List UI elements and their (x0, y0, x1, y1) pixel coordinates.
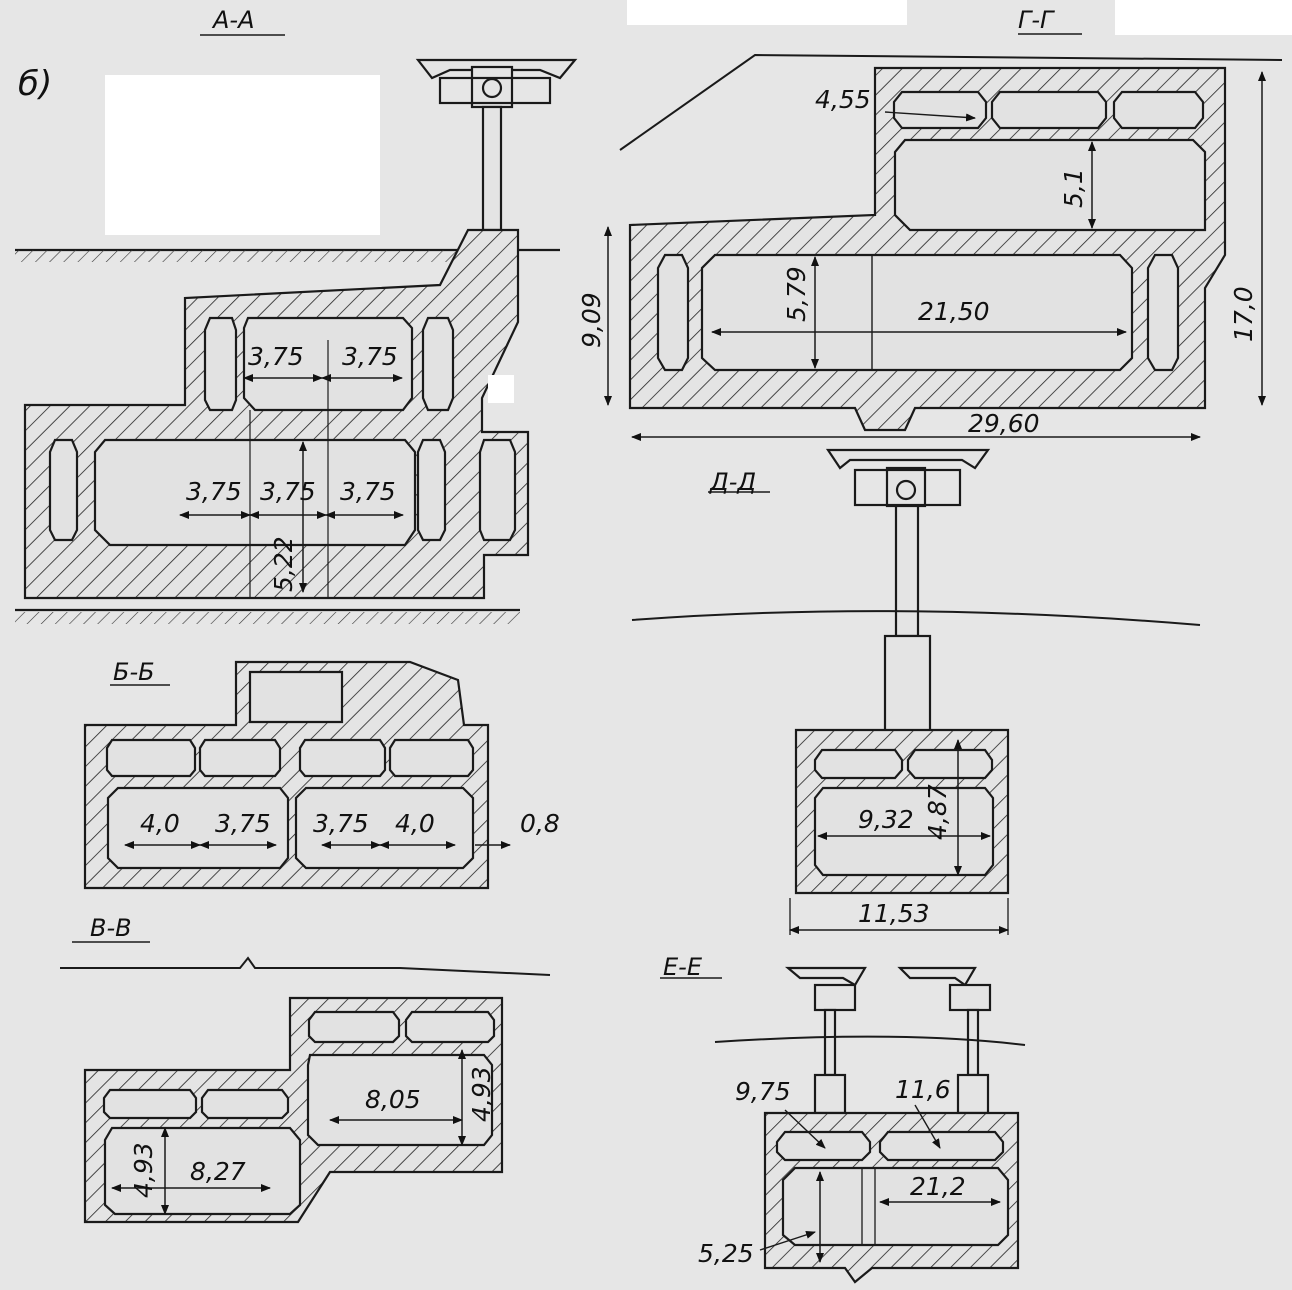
ee-dim-3: 21,2 (910, 1172, 966, 1201)
section-ee-title: Е-Е (663, 953, 703, 981)
section-aa-title: А-А (211, 6, 255, 34)
gg-dim-3: 5,79 (782, 266, 811, 322)
vv-dim-1: 8,05 (365, 1085, 421, 1114)
section-dd (631, 448, 1201, 935)
aa-dim-2: 3,75 (342, 342, 398, 371)
ee-dim-1: 9,75 (735, 1077, 791, 1106)
gg-dim-7: 29,60 (968, 409, 1040, 438)
ee-dim-2: 11,6 (895, 1075, 951, 1104)
vv-dim-2: 4,93 (467, 1066, 496, 1122)
section-bb-title: Б-Б (113, 658, 155, 686)
section-aa (15, 34, 578, 624)
aa-dim-6: 5,22 (269, 536, 298, 592)
section-gg (604, 0, 1292, 441)
gg-dim-5: 9,09 (577, 292, 606, 348)
gg-dim-2: 5,1 (1059, 168, 1088, 208)
aa-dim-1: 3,75 (248, 342, 304, 371)
aa-dim-5: 3,75 (340, 477, 396, 506)
section-dd-title: Д-Д (709, 468, 756, 496)
bb-dim-1: 4,0 (140, 809, 180, 838)
gg-dim-6: 17,0 (1229, 286, 1258, 342)
section-bb (83, 660, 511, 890)
ee-dim-4: 5,25 (698, 1239, 754, 1268)
dd-dim-1: 9,32 (858, 805, 914, 834)
section-ee (660, 966, 1026, 1284)
section-vv-title: В-В (90, 914, 132, 942)
section-gg-title: Г-Г (1018, 6, 1055, 34)
vv-dim-3: 4,93 (129, 1142, 158, 1198)
aa-dim-3: 3,75 (186, 477, 242, 506)
section-vv (60, 941, 551, 1224)
dd-dim-3: 11,53 (858, 899, 930, 928)
gg-dim-4: 21,50 (918, 297, 990, 326)
dd-dim-2: 4,87 (923, 784, 952, 840)
vv-dim-4: 8,27 (190, 1157, 246, 1186)
aa-dim-4: 3,75 (260, 477, 316, 506)
figure-label: б) (18, 64, 52, 104)
bb-dim-3: 3,75 (313, 809, 369, 838)
bb-dim-5: 0,8 (520, 809, 560, 838)
bb-dim-4: 4,0 (395, 809, 435, 838)
gg-dim-1: 4,55 (815, 85, 871, 114)
bb-dim-2: 3,75 (215, 809, 271, 838)
